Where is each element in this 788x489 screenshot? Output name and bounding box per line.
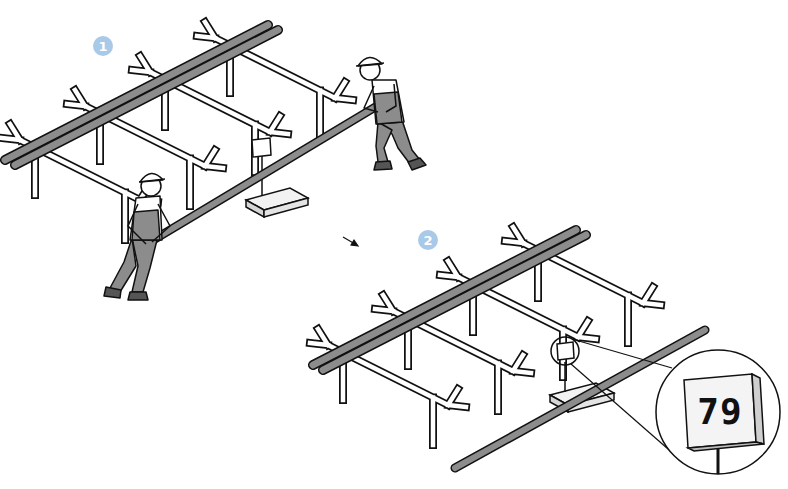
step-arrow [343,237,358,246]
callout-number: 2 [418,230,438,250]
pipe-rack [2,22,353,240]
callout-number: 1 [93,36,113,56]
worker [356,57,426,170]
worker [104,173,170,300]
magnifier [571,339,780,474]
pipe-rack [310,227,661,445]
scale-reading: 79 [685,389,755,433]
